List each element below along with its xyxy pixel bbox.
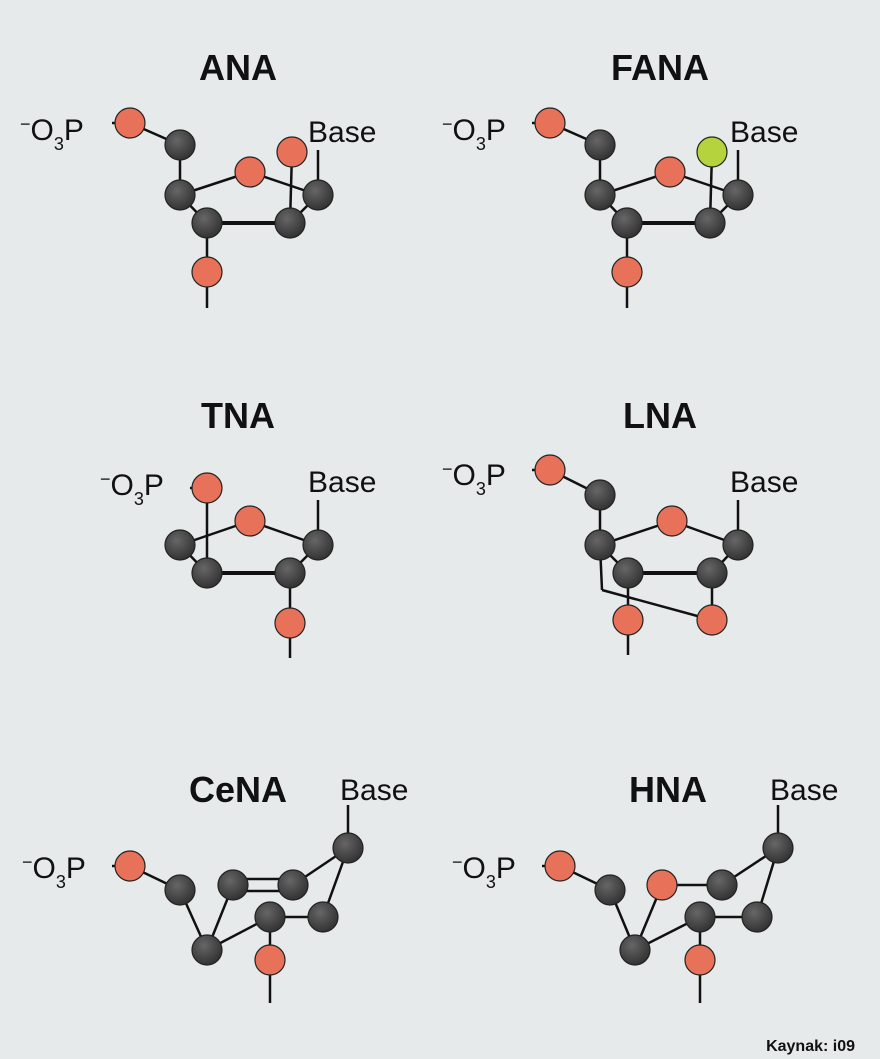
carbon-atom xyxy=(274,207,306,239)
carbon-atom xyxy=(164,129,196,161)
oxygen-atom xyxy=(534,454,566,486)
molecule-title: ANA xyxy=(199,47,277,88)
carbon-atom xyxy=(584,179,616,211)
base-label: Base xyxy=(340,774,408,807)
carbon-atom xyxy=(164,179,196,211)
base-label: Base xyxy=(770,774,838,807)
oxygen-atom xyxy=(654,156,686,188)
carbon-atom xyxy=(302,179,334,211)
phosphate-label: −O3P xyxy=(452,852,516,892)
carbon-atom xyxy=(307,901,339,933)
molecule-hna: HNA −O3P Base xyxy=(452,769,838,1003)
oxygen-atom xyxy=(234,156,266,188)
carbon-atom xyxy=(612,557,644,589)
carbon-atom xyxy=(722,179,754,211)
source-credit: Kaynak: i09 xyxy=(766,1038,855,1055)
base-label: Base xyxy=(730,116,798,149)
molecule-title: FANA xyxy=(611,47,709,88)
molecule-lna: LNA −O3P Base xyxy=(442,395,798,655)
carbon-atom xyxy=(722,529,754,561)
oxygen-atom xyxy=(696,604,728,636)
carbon-atom xyxy=(191,934,223,966)
carbon-atom xyxy=(594,874,626,906)
carbon-atom xyxy=(217,869,249,901)
carbon-atom xyxy=(254,901,286,933)
phosphate-label: −O3P xyxy=(442,114,506,154)
molecule-title: HNA xyxy=(629,769,707,810)
carbon-atom xyxy=(584,479,616,511)
carbon-atom xyxy=(302,529,334,561)
carbon-atom xyxy=(584,529,616,561)
molecule-ana: ANA −O3P Base xyxy=(20,47,376,308)
phosphate-label: −O3P xyxy=(100,469,164,509)
phosphate-label: −O3P xyxy=(22,852,86,892)
carbon-atom xyxy=(684,901,716,933)
oxygen-atom xyxy=(684,944,716,976)
phosphate-label: −O3P xyxy=(20,114,84,154)
carbon-atom xyxy=(584,129,616,161)
oxygen-atom xyxy=(544,850,576,882)
carbon-atom xyxy=(696,557,728,589)
molecule-title: CeNA xyxy=(189,769,287,810)
oxygen-atom xyxy=(611,256,643,288)
carbon-atom xyxy=(332,832,364,864)
oxygen-atom xyxy=(274,607,306,639)
carbon-atom xyxy=(277,869,309,901)
molecule-fana: FANA −O3P Base xyxy=(442,47,798,308)
carbon-atom xyxy=(741,901,773,933)
carbon-atom xyxy=(164,874,196,906)
oxygen-atom xyxy=(191,256,223,288)
base-label: Base xyxy=(308,466,376,499)
carbon-atom xyxy=(164,529,196,561)
oxygen-atom xyxy=(234,505,266,537)
molecule-title: LNA xyxy=(623,395,697,436)
carbon-atom xyxy=(619,934,651,966)
carbon-atom xyxy=(706,869,738,901)
molecule-cena: CeNA −O3P Base xyxy=(22,769,408,1003)
carbon-atom xyxy=(611,207,643,239)
oxygen-atom xyxy=(656,505,688,537)
oxygen-atom xyxy=(534,107,566,139)
phosphate-label: −O3P xyxy=(442,459,506,499)
oxygen-atom xyxy=(254,944,286,976)
base-label: Base xyxy=(308,116,376,149)
oxygen-atom xyxy=(646,869,678,901)
carbon-atom xyxy=(274,557,306,589)
carbon-atom xyxy=(191,557,223,589)
molecule-title: TNA xyxy=(201,395,275,436)
base-label: Base xyxy=(730,466,798,499)
oxygen-atom xyxy=(114,850,146,882)
oxygen-atom xyxy=(276,136,308,168)
carbon-atom xyxy=(762,832,794,864)
carbon-atom xyxy=(694,207,726,239)
oxygen-atom xyxy=(612,604,644,636)
bond xyxy=(601,588,713,622)
oxygen-atom xyxy=(114,107,146,139)
fluorine-atom xyxy=(696,136,728,168)
molecule-tna: TNA −O3P Base xyxy=(100,395,376,658)
oxygen-atom xyxy=(191,472,223,504)
carbon-atom xyxy=(191,207,223,239)
